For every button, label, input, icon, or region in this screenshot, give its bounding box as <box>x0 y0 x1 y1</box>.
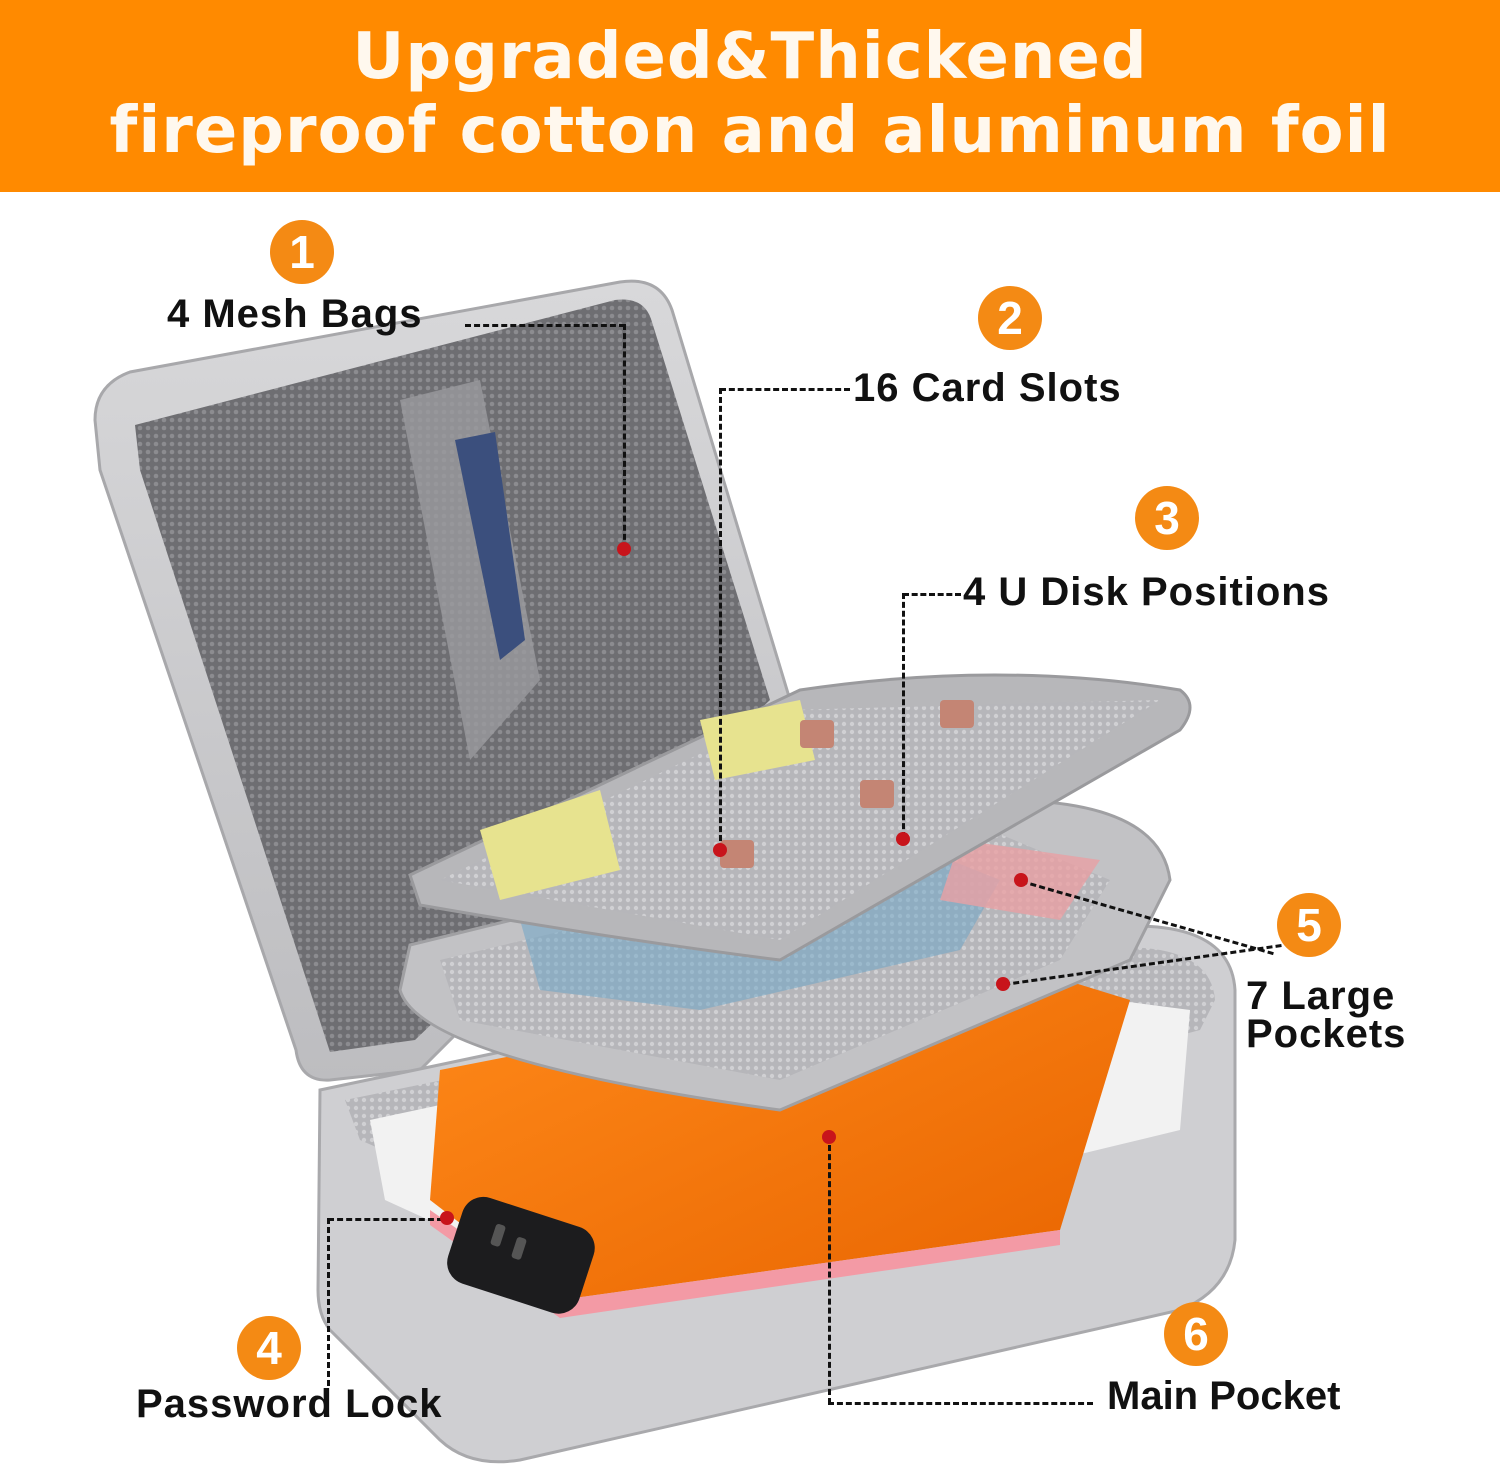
leader-line-2h <box>720 388 850 391</box>
header-banner: Upgraded&Thickened fireproof cotton and … <box>0 0 1500 192</box>
leader-line-3v <box>902 593 905 838</box>
banner-title-line-2: fireproof cotton and aluminum foil <box>109 94 1391 168</box>
card-slot-panel <box>408 673 1192 962</box>
callout-badge-1: 1 <box>270 220 334 284</box>
marker-dot-1 <box>617 542 631 556</box>
callout-label-large-pockets-2: Pockets <box>1246 1012 1407 1056</box>
callout-label-card-slots: 16 Card Slots <box>853 366 1122 410</box>
password-lock <box>447 1196 595 1314</box>
leader-line-4v <box>327 1218 330 1386</box>
marker-dot-2 <box>713 843 727 857</box>
marker-dot-6 <box>822 1130 836 1144</box>
banner-title-line-1: Upgraded&Thickened <box>352 20 1148 94</box>
marker-dot-5b <box>996 977 1010 991</box>
marker-dot-4 <box>440 1211 454 1225</box>
callout-label-main-pocket: Main Pocket <box>1107 1374 1341 1418</box>
leader-line-4h <box>328 1218 443 1221</box>
callout-label-mesh-bags: 4 Mesh Bags <box>167 292 423 336</box>
callout-badge-4: 4 <box>237 1316 301 1380</box>
leader-line-3h <box>903 593 961 596</box>
callout-badge-6: 6 <box>1164 1302 1228 1366</box>
leader-line-1v <box>623 324 626 549</box>
marker-dot-5a <box>1014 873 1028 887</box>
lid <box>93 279 792 1082</box>
callout-badge-5: 5 <box>1277 893 1341 957</box>
leader-line-6h <box>828 1402 1093 1405</box>
callout-badge-3: 3 <box>1135 486 1199 550</box>
marker-dot-3 <box>896 832 910 846</box>
callout-label-large-pockets-1: 7 Large <box>1246 974 1396 1018</box>
callout-label-password-lock: Password Lock <box>136 1382 443 1426</box>
leader-line-6v <box>828 1136 831 1404</box>
leader-line-2v <box>719 388 722 850</box>
callout-label-u-disk: 4 U Disk Positions <box>963 570 1330 614</box>
callout-badge-2: 2 <box>978 286 1042 350</box>
leader-line-1h <box>465 324 625 327</box>
